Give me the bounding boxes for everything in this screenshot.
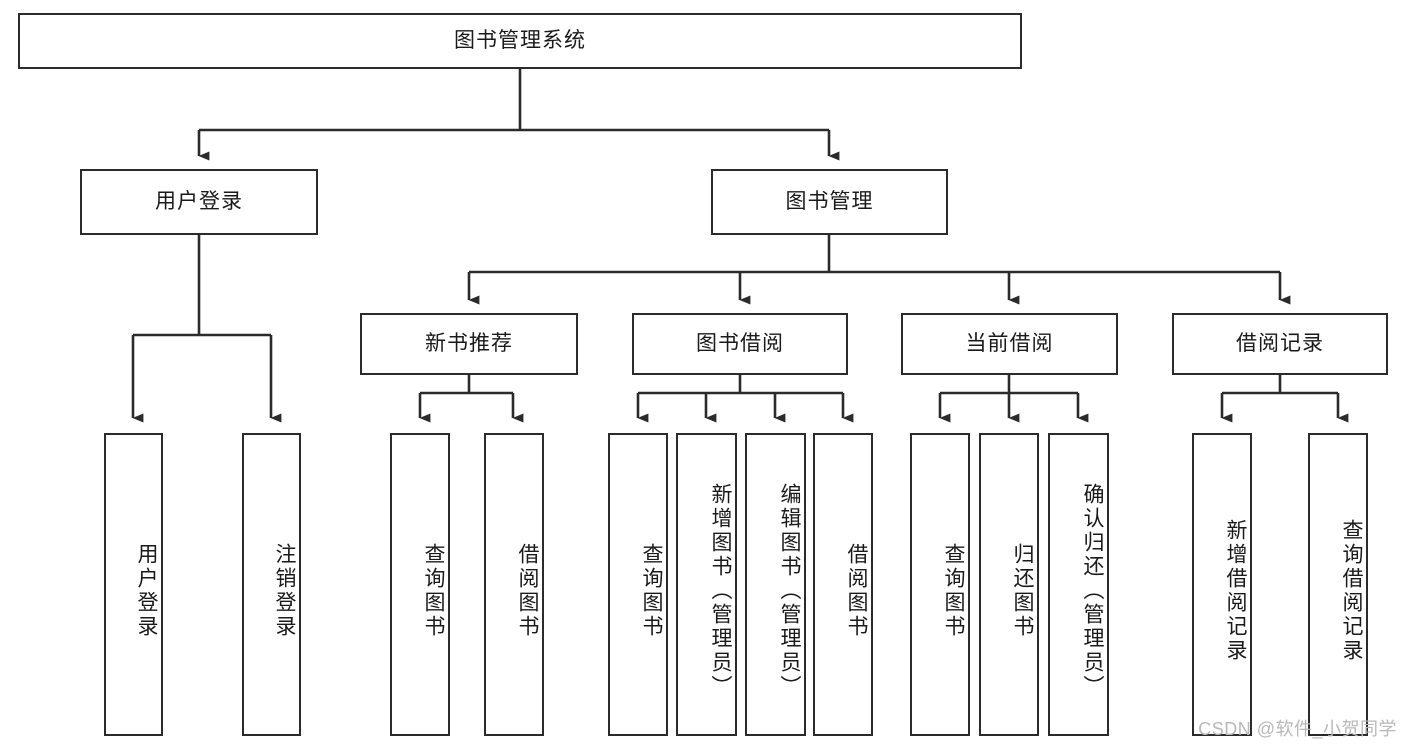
node-leaf-confirm-return[interactable]: 确认归还（管理员） bbox=[1048, 433, 1109, 736]
node-leaf-query-book-3-label: 查询图书 bbox=[942, 542, 965, 639]
node-leaf-user-login-label: 用户登录 bbox=[135, 542, 158, 639]
node-leaf-query-book-2-label: 查询图书 bbox=[640, 542, 663, 639]
node-leaf-query-record[interactable]: 查询借阅记录 bbox=[1308, 433, 1368, 736]
node-new-book-rec[interactable]: 新书推荐 bbox=[360, 313, 578, 375]
node-book-manage-label: 图书管理 bbox=[785, 190, 874, 214]
node-leaf-return-book[interactable]: 归还图书 bbox=[979, 433, 1039, 736]
node-leaf-borrow-book-2[interactable]: 借阅图书 bbox=[813, 433, 873, 736]
node-user-login[interactable]: 用户登录 bbox=[80, 169, 318, 235]
node-leaf-add-book-label: 新增图书（管理员） bbox=[709, 482, 732, 699]
node-leaf-borrow-book-1[interactable]: 借阅图书 bbox=[484, 433, 544, 736]
node-user-login-label: 用户登录 bbox=[155, 190, 243, 214]
node-leaf-return-book-label: 归还图书 bbox=[1011, 542, 1034, 639]
node-leaf-borrow-book-2-label: 借阅图书 bbox=[845, 542, 868, 639]
node-book-borrow[interactable]: 图书借阅 bbox=[632, 313, 848, 375]
node-leaf-query-record-label: 查询借阅记录 bbox=[1340, 518, 1363, 663]
node-leaf-query-book-2[interactable]: 查询图书 bbox=[608, 433, 668, 736]
node-current-borrow[interactable]: 当前借阅 bbox=[901, 313, 1118, 375]
node-leaf-logout-label: 注销登录 bbox=[273, 542, 296, 639]
node-book-manage[interactable]: 图书管理 bbox=[711, 169, 948, 235]
node-borrow-record[interactable]: 借阅记录 bbox=[1172, 313, 1388, 375]
node-leaf-borrow-book-1-label: 借阅图书 bbox=[516, 542, 539, 639]
node-leaf-confirm-return-label: 确认归还（管理员） bbox=[1081, 482, 1104, 699]
node-leaf-query-book-3[interactable]: 查询图书 bbox=[910, 433, 970, 736]
node-current-borrow-label: 当前借阅 bbox=[965, 332, 1054, 356]
node-leaf-add-record-label: 新增借阅记录 bbox=[1224, 518, 1247, 663]
node-book-borrow-label: 图书借阅 bbox=[696, 332, 784, 356]
node-leaf-edit-book-label: 编辑图书（管理员） bbox=[778, 482, 801, 699]
node-leaf-edit-book[interactable]: 编辑图书（管理员） bbox=[745, 433, 806, 736]
node-leaf-user-login[interactable]: 用户登录 bbox=[104, 433, 163, 736]
node-leaf-logout[interactable]: 注销登录 bbox=[242, 433, 301, 736]
node-leaf-add-book[interactable]: 新增图书（管理员） bbox=[676, 433, 737, 736]
node-new-book-rec-label: 新书推荐 bbox=[425, 332, 513, 356]
node-borrow-record-label: 借阅记录 bbox=[1236, 332, 1324, 356]
node-root[interactable]: 图书管理系统 bbox=[18, 13, 1022, 69]
node-leaf-query-book-1[interactable]: 查询图书 bbox=[390, 433, 450, 736]
node-root-label: 图书管理系统 bbox=[454, 29, 586, 53]
node-leaf-add-record[interactable]: 新增借阅记录 bbox=[1192, 433, 1252, 736]
node-leaf-query-book-1-label: 查询图书 bbox=[422, 542, 445, 639]
